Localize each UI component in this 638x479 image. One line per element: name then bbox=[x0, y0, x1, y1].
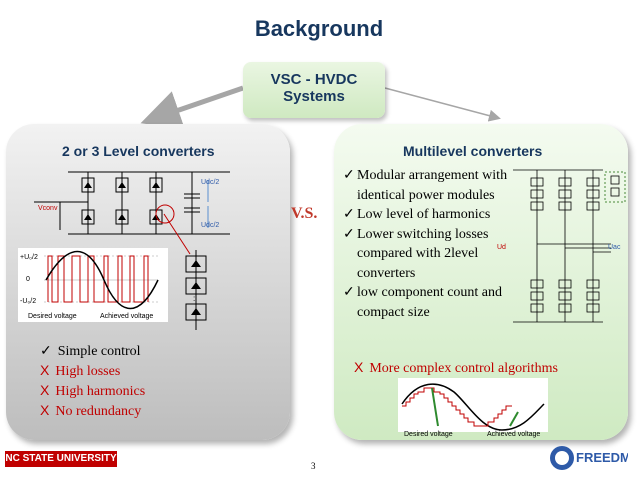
freedm-logo: FREEDM bbox=[550, 446, 628, 470]
multilevel-waveform bbox=[398, 378, 548, 432]
ud-label: Ud bbox=[497, 244, 506, 251]
advantage-item: ✓Low level of harmonics bbox=[343, 205, 511, 225]
y-label-bottom: -U₀/2 bbox=[20, 298, 37, 305]
page-title: Background bbox=[254, 16, 384, 41]
vsc-line2: Systems bbox=[283, 88, 345, 105]
x-icon: X bbox=[40, 362, 50, 378]
two-level-title: 2 or 3 Level converters bbox=[62, 143, 215, 159]
series-switch-stack: : bbox=[185, 250, 207, 330]
desired-voltage-label-left: Desired voltage bbox=[28, 313, 77, 320]
page-number: 3 bbox=[311, 461, 316, 471]
university-logo: NC STATE UNIVERSITY bbox=[5, 451, 117, 467]
y-label-zero: 0 bbox=[26, 276, 30, 283]
udc-top-label: Udc/2 bbox=[201, 179, 220, 186]
uac-label: Uac bbox=[608, 244, 621, 251]
udc-bottom-label: Udc/2 bbox=[201, 222, 220, 229]
achieved-voltage-label-right: Achieved voltage bbox=[487, 431, 541, 438]
advantage-item: ✓Lower switching losses compared with 2l… bbox=[343, 226, 489, 281]
y-label-top: +U₀/2 bbox=[20, 254, 38, 261]
checkmark-icon: ✓ bbox=[343, 207, 355, 222]
advantage-item: ✓Modular arrangement with identical powe… bbox=[343, 168, 508, 203]
checkmark-icon: ✓ bbox=[40, 344, 52, 359]
versus-label: V.S. bbox=[291, 205, 318, 222]
multilevel-circuit-diagram bbox=[513, 169, 626, 323]
x-icon: X bbox=[40, 382, 50, 398]
svg-text::: : bbox=[193, 294, 195, 303]
multilevel-advantages: ✓Modular arrangement with identical powe… bbox=[343, 166, 511, 322]
freedm-logo-text: FREEDM bbox=[576, 450, 628, 465]
vsc-line1: VSC - HVDC bbox=[270, 71, 358, 88]
vconv-label: Vconv bbox=[38, 205, 58, 212]
vsc-hvdc-box: VSC - HVDC Systems bbox=[243, 62, 385, 118]
checkmark-icon: ✓ bbox=[343, 226, 355, 242]
two-level-waveform bbox=[18, 248, 168, 322]
checkmark-icon: ✓ bbox=[343, 285, 355, 300]
zoom-pointer bbox=[163, 213, 191, 255]
multilevel-title: Multilevel converters bbox=[403, 143, 543, 159]
x-icon: X bbox=[354, 359, 364, 375]
checkmark-icon: ✓ bbox=[343, 168, 355, 183]
two-level-circuit-diagram bbox=[34, 171, 230, 235]
desired-voltage-label-right: Desired voltage bbox=[404, 431, 453, 438]
x-icon: X bbox=[40, 402, 50, 418]
pro-item: ✓Simple control bbox=[40, 344, 141, 359]
advantage-item: ✓low component count and compact size bbox=[343, 285, 503, 320]
achieved-voltage-label-left: Achieved voltage bbox=[100, 313, 154, 320]
